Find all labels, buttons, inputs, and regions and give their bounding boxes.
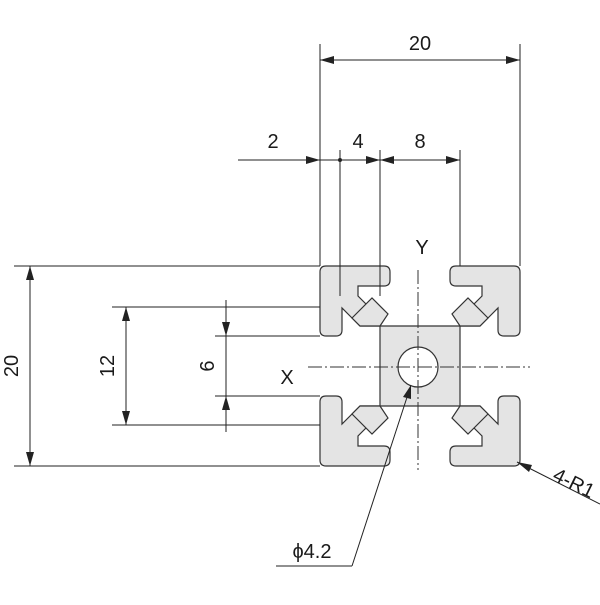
extension-lines	[14, 44, 521, 467]
axis-label-y: Y	[415, 237, 428, 259]
label-overall-height: 20	[1, 355, 23, 377]
profile-web-top-left	[351, 297, 389, 327]
label-slot-offset: 4	[352, 131, 363, 153]
dimension-overall-height: 20	[1, 266, 34, 466]
label-inner-height: 12	[97, 355, 119, 377]
leader-corner-radius: 4-R1	[516, 461, 600, 505]
label-overall-width: 20	[409, 33, 431, 55]
dimension-overall-width: 20	[320, 33, 520, 64]
label-bore-diameter: ϕ4.2	[292, 541, 331, 563]
dimension-slot-row: 2 4 8	[238, 131, 460, 164]
profile-web-bottom-right	[451, 405, 489, 435]
axis-label-x: X	[280, 367, 293, 389]
profile-cross-section	[319, 265, 521, 467]
label-slot-width: 8	[414, 131, 425, 153]
label-wall-thickness: 2	[267, 131, 278, 153]
leader-bore-diameter: ϕ4.2	[276, 384, 412, 567]
label-corner-radius: 4-R1	[549, 464, 598, 503]
profile-web-top-right	[451, 297, 489, 327]
label-slot-opening: 6	[197, 360, 219, 371]
dimension-slot-opening: 6	[197, 300, 230, 432]
profile-web-bottom-left	[351, 405, 389, 435]
dimension-inner-height: 12	[97, 307, 130, 425]
